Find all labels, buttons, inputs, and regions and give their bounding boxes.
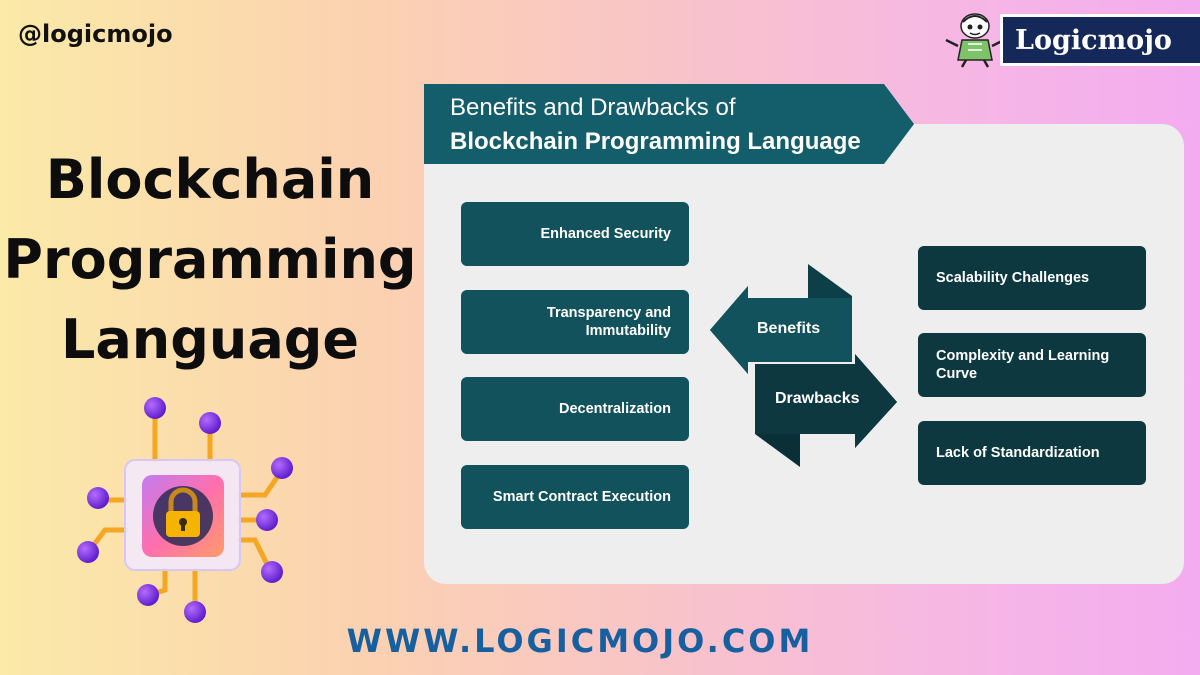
brand-badge: Logicmojo [942,10,1200,68]
benefits-drawbacks-arrows: Benefits Drawbacks [705,262,905,472]
benefits-label: Benefits [757,320,821,337]
benefit-box: Smart Contract Execution [461,465,689,529]
drawback-box: Scalability Challenges [918,246,1146,310]
mascot-logo-icon [945,13,1005,68]
benefit-box: Enhanced Security [461,202,689,266]
banner-line-2: Blockchain Programming Language [450,128,861,155]
page-title: Blockchain Programming Language [0,140,420,380]
benefit-box: Transparency and Immutability [461,290,689,354]
benefit-box: Decentralization [461,377,689,441]
drawback-box: Lack of Standardization [918,421,1146,485]
padlock-chip-icon [77,397,293,623]
title-line: Language [60,308,360,371]
drawback-box: Complexity and Learning Curve [918,333,1146,397]
website-url[interactable]: WWW.LOGICMOJO.COM [346,622,814,660]
double-arrow-icon [710,264,897,467]
diagram-banner: Benefits and Drawbacks of Blockchain Pro… [424,84,914,164]
title-line: Programming [3,228,417,291]
brand-name: Logicmojo [1000,14,1200,66]
drawbacks-label: Drawbacks [775,390,860,407]
banner-line-1: Benefits and Drawbacks of [450,94,736,121]
social-handle: @logicmojo [18,20,173,48]
title-line: Blockchain [45,148,375,211]
